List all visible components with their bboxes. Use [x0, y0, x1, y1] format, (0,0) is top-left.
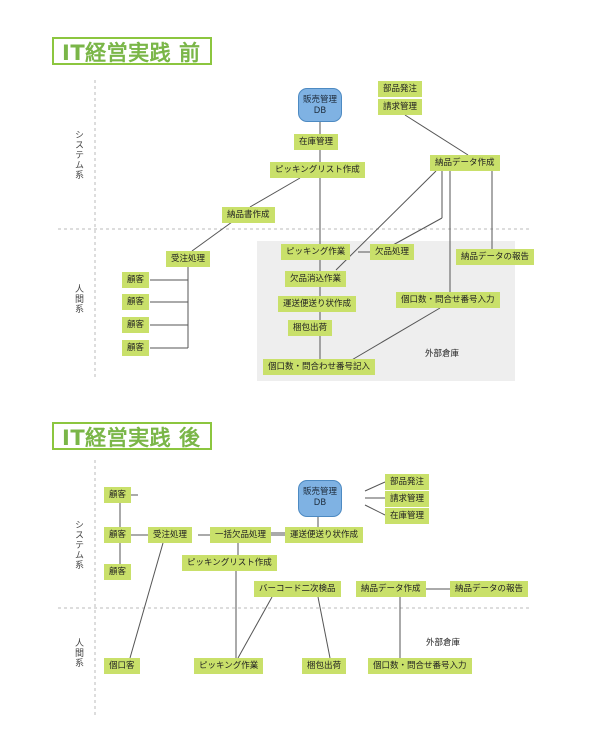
before-pieces-entry: 個口数・問合わせ番号記入: [263, 359, 376, 375]
after-sales-db: 販売管理 DB: [298, 480, 342, 517]
after-title: IT経営実践 後: [52, 422, 212, 450]
after-human-label: 人間系: [73, 638, 83, 668]
after-order-process: 受注処理: [148, 527, 193, 543]
after-batch-shortage: 一括欠品処理: [210, 527, 272, 543]
before-picking-work: ピッキング作業: [281, 244, 351, 260]
after-customer-2: 顧客: [104, 527, 132, 543]
before-shortage-process: 欠品処理: [370, 244, 415, 260]
before-sales-db: 販売管理 DB: [298, 88, 342, 122]
before-human-label: 人間系: [73, 284, 83, 314]
after-pieces-input: 個口数・問合せ番号入力: [368, 658, 472, 674]
before-db-line-1: 販売管理: [302, 95, 337, 105]
before-order-process: 受注処理: [166, 251, 211, 267]
before-invoice-create: 運送便送り状作成: [278, 296, 357, 312]
before-delivery-data: 納品データ作成: [430, 155, 500, 171]
after-customer-1: 顧客: [104, 487, 132, 503]
before-customer-1: 顧客: [122, 272, 150, 288]
after-invoice-create: 運送便送り状作成: [285, 527, 364, 543]
after-picking-work: ピッキング作業: [194, 658, 264, 674]
before-pieces-input: 個口数・問合せ番号入力: [396, 292, 500, 308]
after-warehouse-label: 外部倉庫: [426, 638, 461, 648]
after-delivery-data: 納品データ作成: [356, 581, 426, 597]
before-parts-order: 部品発注: [378, 81, 423, 97]
after-picking-list: ピッキングリスト作成: [182, 555, 277, 571]
after-system-label: システム系: [73, 520, 83, 570]
before-delivery-data-report: 納品データの報告: [456, 249, 535, 265]
after-billing: 請求管理: [385, 491, 430, 507]
after-inventory: 在庫管理: [385, 508, 430, 524]
before-title: IT経営実践 前: [52, 37, 212, 65]
before-billing: 請求管理: [378, 99, 423, 115]
after-parts-order: 部品発注: [385, 474, 430, 490]
before-delivery-note: 納品書作成: [222, 207, 275, 223]
before-picking-list: ピッキングリスト作成: [270, 162, 365, 178]
after-db-line-1: 販売管理: [302, 487, 337, 497]
after-customer-3: 顧客: [104, 564, 132, 580]
after-db-line-2: DB: [313, 498, 327, 508]
before-shortage-clear: 欠品消込作業: [285, 271, 347, 287]
before-system-label: システム系: [73, 130, 83, 180]
before-customer-3: 顧客: [122, 317, 150, 333]
before-warehouse-label: 外部倉庫: [425, 349, 460, 359]
after-barcode-check: バーコード二次検品: [254, 581, 341, 597]
after-packing: 梱包出荷: [302, 658, 347, 674]
before-packing: 梱包出荷: [288, 320, 333, 336]
after-delivery-data-report: 納品データの報告: [450, 581, 529, 597]
before-customer-4: 顧客: [122, 340, 150, 356]
before-inventory: 在庫管理: [294, 134, 339, 150]
before-db-line-2: DB: [313, 106, 327, 116]
before-customer-2: 顧客: [122, 294, 150, 310]
after-individual-customer: 個口客: [104, 658, 140, 674]
